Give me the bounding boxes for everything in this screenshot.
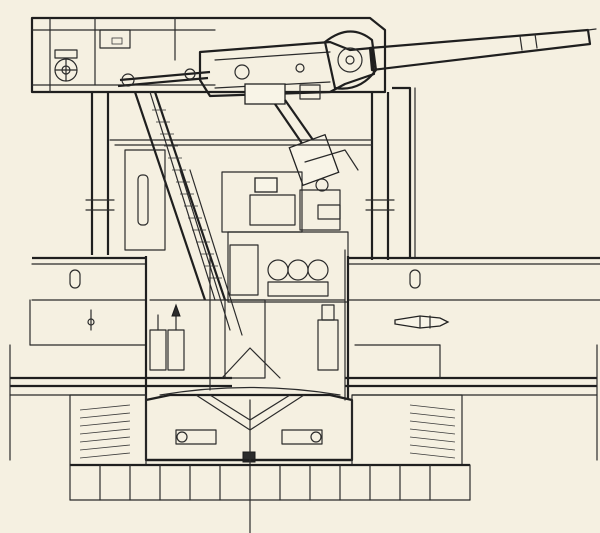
turret-walls <box>85 86 416 260</box>
training-handwheel <box>54 49 78 82</box>
elevating-gear <box>244 83 340 192</box>
gunhouse <box>30 16 387 94</box>
left-chamber <box>124 149 166 251</box>
shell-room <box>144 386 354 533</box>
double-bottom-frames <box>69 463 471 501</box>
trunnion-shield <box>323 30 378 90</box>
powder-charges <box>87 303 339 371</box>
magazine-left <box>9 394 147 466</box>
central-machinery <box>221 149 359 303</box>
gun-barrel <box>368 28 597 72</box>
rammer-arm <box>117 68 211 88</box>
barbette-trunk <box>144 249 350 401</box>
gun-breech-cradle <box>198 40 376 98</box>
hull-outline <box>9 299 598 461</box>
deck-levels <box>10 256 600 388</box>
shell-projectile-right <box>394 315 450 329</box>
ammunition-hoist-ladder <box>133 91 243 336</box>
magazine-right <box>351 394 598 466</box>
